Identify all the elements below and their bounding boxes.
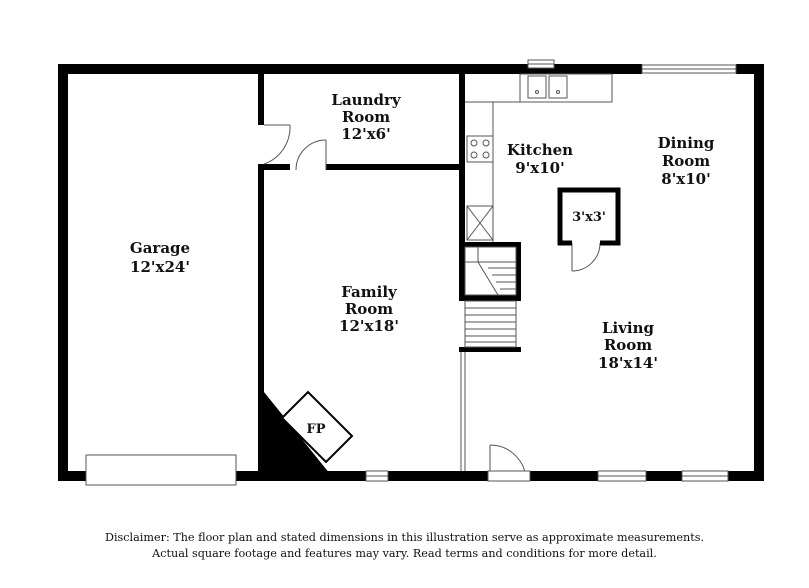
closet-dims: 3'x3' <box>572 210 606 225</box>
disclaimer-line-2: Actual square footage and features may v… <box>152 547 657 560</box>
family-dims: 12'x18' <box>339 317 399 335</box>
fireplace <box>280 390 354 464</box>
kitchen-name: Kitchen <box>507 141 573 159</box>
bottom-windows <box>365 470 729 482</box>
family-name-2: Room <box>345 300 393 318</box>
family-label: Family Room 12'x18' <box>339 283 399 335</box>
door-swings <box>263 124 601 482</box>
garage-name: Garage <box>130 239 190 257</box>
laundry-label: Laundry Room 12'x6' <box>331 91 401 143</box>
dining-label: Dining Room 8'x10' <box>658 134 715 188</box>
dining-dims: 8'x10' <box>661 170 710 188</box>
kitchen-label: Kitchen 9'x10' <box>507 141 573 177</box>
stove <box>466 135 494 163</box>
floor-plan: Garage 12'x24' Laundry Room 12'x6' Kitch… <box>58 59 764 486</box>
stairs-upper <box>464 246 517 296</box>
dining-name-2: Room <box>662 152 710 170</box>
fireplace-label: FP <box>306 422 325 437</box>
interior-walls <box>258 70 521 474</box>
family-name-1: Family <box>341 283 398 301</box>
garage-dims: 12'x24' <box>130 258 190 276</box>
refrigerator <box>466 205 494 241</box>
closet <box>557 187 621 246</box>
disclaimer: Disclaimer: The floor plan and stated di… <box>0 530 809 562</box>
stairs-lower <box>464 300 517 348</box>
kitchen-dims: 9'x10' <box>515 159 564 177</box>
dining-name-1: Dining <box>658 134 715 152</box>
living-dims: 18'x14' <box>598 354 658 372</box>
railing <box>460 352 466 471</box>
living-label: Living Room 18'x14' <box>598 319 658 372</box>
laundry-name-2: Room <box>342 108 390 126</box>
laundry-dims: 12'x6' <box>341 125 390 143</box>
exterior-walls <box>58 64 764 481</box>
garage-label: Garage 12'x24' <box>130 239 190 276</box>
closet-label: 3'x3' <box>572 210 606 225</box>
living-name-1: Living <box>602 319 655 337</box>
dining-window <box>641 64 737 74</box>
garage-door <box>85 454 237 486</box>
disclaimer-line-1: Disclaimer: The floor plan and stated di… <box>104 531 704 544</box>
living-name-2: Room <box>604 336 652 354</box>
laundry-name-1: Laundry <box>331 91 401 109</box>
